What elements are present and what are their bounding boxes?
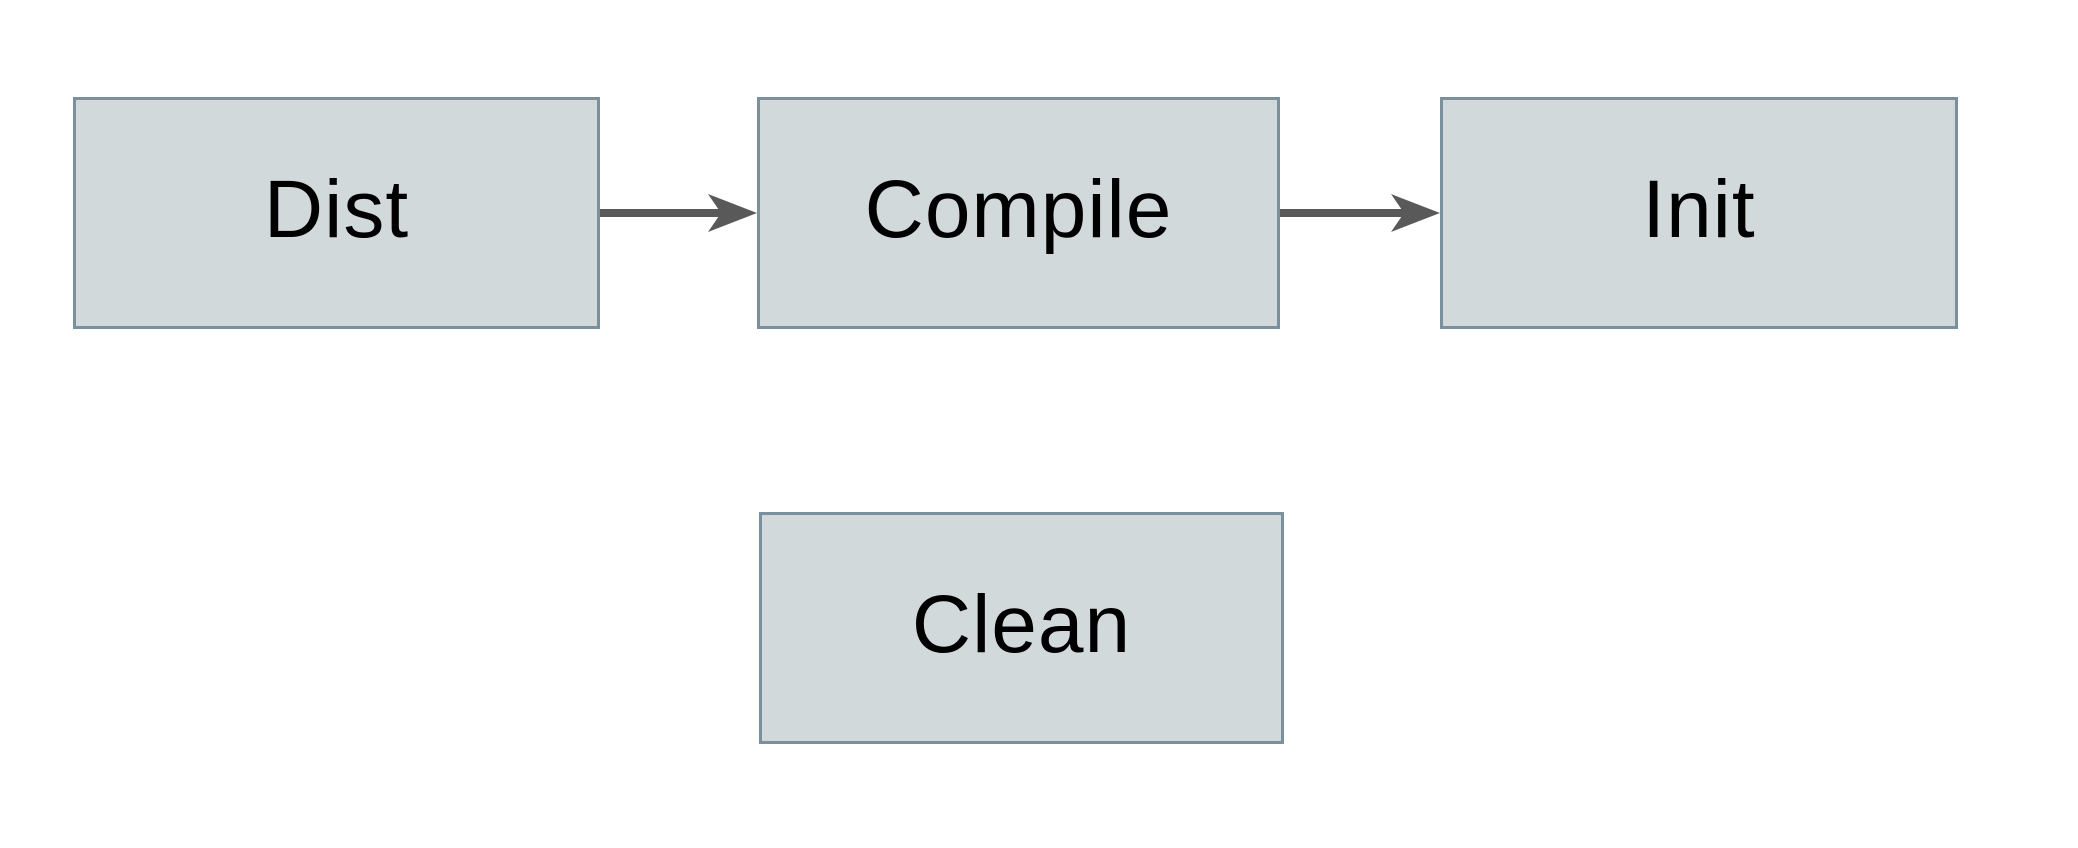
node-dist[interactable]: Dist — [73, 97, 600, 329]
arrow-dist-to-compile[interactable] — [600, 183, 757, 243]
node-clean-label: Clean — [911, 579, 1132, 670]
node-dist-label: Dist — [263, 164, 410, 255]
arrowhead-icon — [1391, 194, 1440, 232]
node-init-label: Init — [1642, 164, 1756, 255]
arrowhead-icon — [708, 194, 757, 232]
node-compile-label: Compile — [864, 164, 1173, 255]
arrow-compile-to-init[interactable] — [1280, 183, 1440, 243]
node-compile[interactable]: Compile — [757, 97, 1280, 329]
node-init[interactable]: Init — [1440, 97, 1958, 329]
node-clean[interactable]: Clean — [759, 512, 1284, 744]
